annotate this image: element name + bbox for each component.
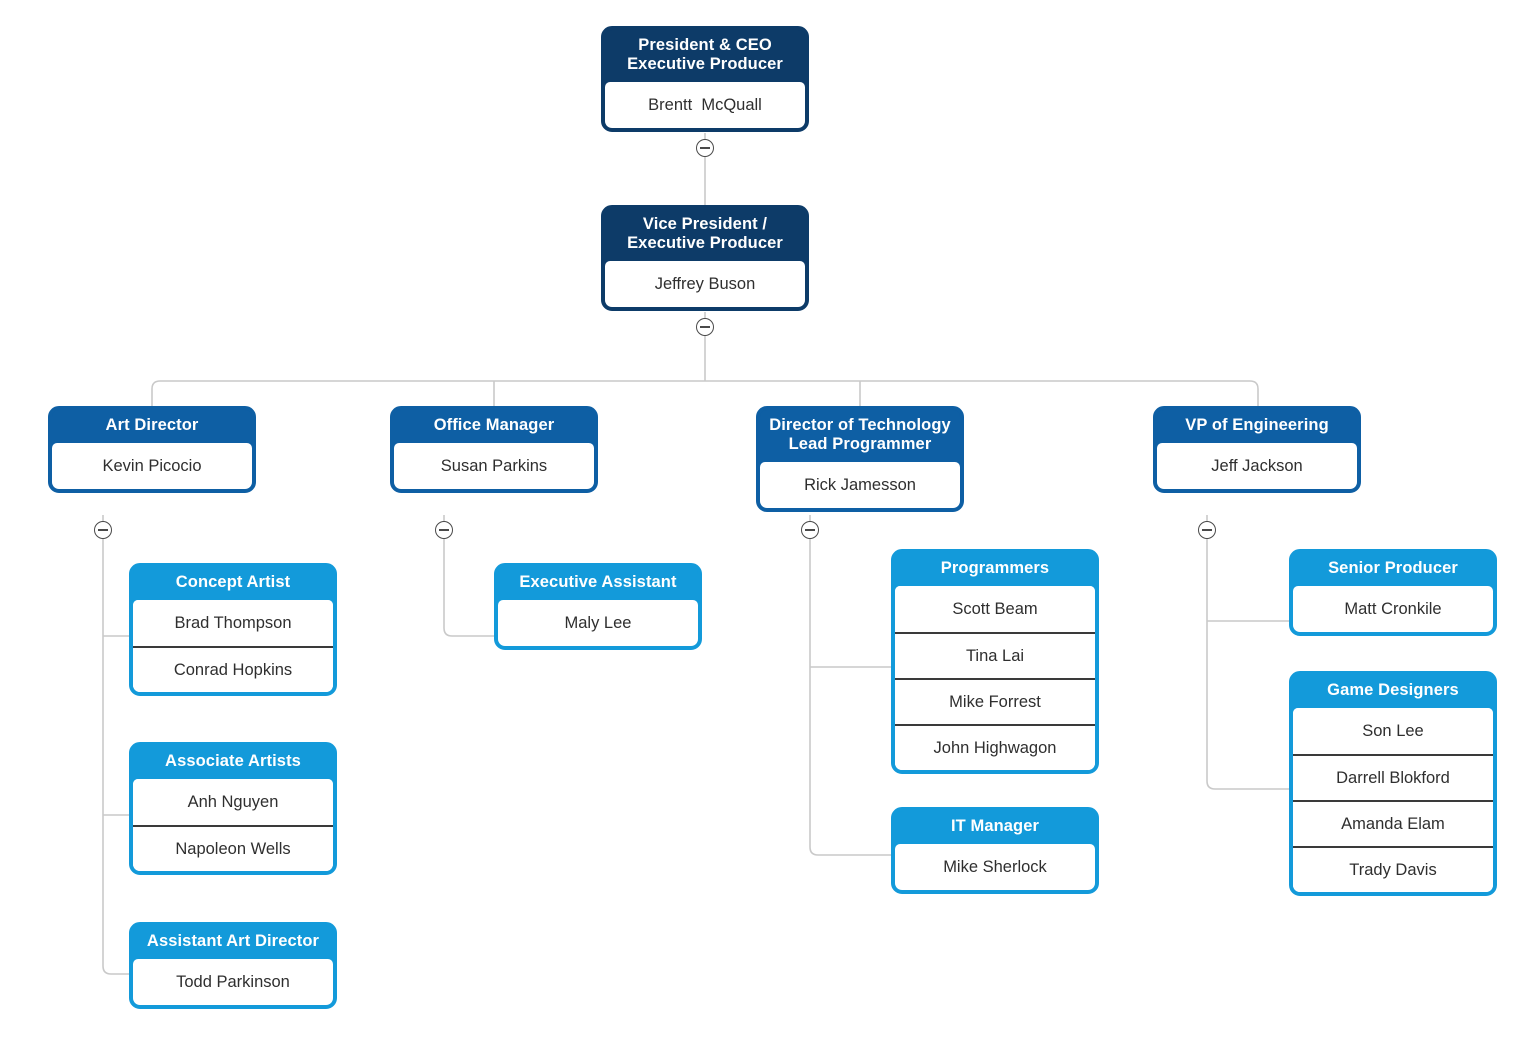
node-row: Kevin Picocio bbox=[52, 443, 252, 489]
node-row: Brad Thompson bbox=[133, 600, 333, 646]
connector-eng-trunk bbox=[1206, 515, 1291, 790]
node-title: Office Manager bbox=[394, 410, 594, 443]
node-title: Assistant Art Director bbox=[133, 926, 333, 959]
node-title: IT Manager bbox=[895, 811, 1095, 844]
collapse-minus-icon[interactable] bbox=[801, 521, 819, 539]
node-title: VP of Engineering bbox=[1157, 410, 1357, 443]
node-body: Maly Lee bbox=[498, 600, 698, 646]
node-row: Rick Jamesson bbox=[760, 462, 960, 508]
node-associate-artists[interactable]: Associate Artists Anh Nguyen Napoleon We… bbox=[129, 742, 337, 875]
node-title: Executive Assistant bbox=[498, 567, 698, 600]
node-vp-of-engineering[interactable]: VP of Engineering Jeff Jackson bbox=[1153, 406, 1361, 493]
node-vice-president[interactable]: Vice President / Executive Producer Jeff… bbox=[601, 205, 809, 311]
collapse-minus-icon[interactable] bbox=[94, 521, 112, 539]
node-programmers[interactable]: Programmers Scott Beam Tina Lai Mike For… bbox=[891, 549, 1099, 774]
node-senior-producer[interactable]: Senior Producer Matt Cronkile bbox=[1289, 549, 1497, 636]
node-body: Matt Cronkile bbox=[1293, 586, 1493, 632]
collapse-minus-icon[interactable] bbox=[696, 139, 714, 157]
node-title: Concept Artist bbox=[133, 567, 333, 600]
node-row: Trady Davis bbox=[1293, 846, 1493, 892]
node-body: Todd Parkinson bbox=[133, 959, 333, 1005]
node-row: Todd Parkinson bbox=[133, 959, 333, 1005]
collapse-minus-icon[interactable] bbox=[696, 318, 714, 336]
node-row: Susan Parkins bbox=[394, 443, 594, 489]
node-row: Amanda Elam bbox=[1293, 800, 1493, 846]
node-concept-artist[interactable]: Concept Artist Brad Thompson Conrad Hopk… bbox=[129, 563, 337, 696]
node-body: Rick Jamesson bbox=[760, 462, 960, 508]
node-row: Matt Cronkile bbox=[1293, 586, 1493, 632]
node-row: Anh Nguyen bbox=[133, 779, 333, 825]
node-body: Scott Beam Tina Lai Mike Forrest John Hi… bbox=[895, 586, 1095, 770]
node-body: Mike Sherlock bbox=[895, 844, 1095, 890]
node-executive-assistant[interactable]: Executive Assistant Maly Lee bbox=[494, 563, 702, 650]
collapse-minus-icon[interactable] bbox=[1198, 521, 1216, 539]
connector-tech-trunk bbox=[809, 515, 893, 856]
node-title: President & CEO Executive Producer bbox=[605, 30, 805, 82]
node-president-ceo[interactable]: President & CEO Executive Producer Brent… bbox=[601, 26, 809, 132]
node-row: Jeffrey Buson bbox=[605, 261, 805, 307]
connector-level2-bar bbox=[151, 380, 1259, 406]
node-title: Game Designers bbox=[1293, 675, 1493, 708]
node-row: Mike Forrest bbox=[895, 678, 1095, 724]
node-title: Associate Artists bbox=[133, 746, 333, 779]
node-row: Tina Lai bbox=[895, 632, 1095, 678]
node-body: Brentt McQuall bbox=[605, 82, 805, 128]
node-body: Anh Nguyen Napoleon Wells bbox=[133, 779, 333, 871]
node-row: Napoleon Wells bbox=[133, 825, 333, 871]
node-row: Son Lee bbox=[1293, 708, 1493, 754]
node-row: John Highwagon bbox=[895, 724, 1095, 770]
node-it-manager[interactable]: IT Manager Mike Sherlock bbox=[891, 807, 1099, 894]
node-row: Jeff Jackson bbox=[1157, 443, 1357, 489]
node-row: Conrad Hopkins bbox=[133, 646, 333, 692]
node-art-director[interactable]: Art Director Kevin Picocio bbox=[48, 406, 256, 493]
node-body: Son Lee Darrell Blokford Amanda Elam Tra… bbox=[1293, 708, 1493, 892]
node-office-manager[interactable]: Office Manager Susan Parkins bbox=[390, 406, 598, 493]
node-row: Scott Beam bbox=[895, 586, 1095, 632]
node-row: Brentt McQuall bbox=[605, 82, 805, 128]
node-body: Jeff Jackson bbox=[1157, 443, 1357, 489]
node-title: Art Director bbox=[52, 410, 252, 443]
node-body: Jeffrey Buson bbox=[605, 261, 805, 307]
node-row: Maly Lee bbox=[498, 600, 698, 646]
node-title: Vice President / Executive Producer bbox=[605, 209, 805, 261]
node-title: Programmers bbox=[895, 553, 1095, 586]
node-game-designers[interactable]: Game Designers Son Lee Darrell Blokford … bbox=[1289, 671, 1497, 896]
node-director-of-technology[interactable]: Director of Technology Lead Programmer R… bbox=[756, 406, 964, 512]
collapse-minus-icon[interactable] bbox=[435, 521, 453, 539]
node-body: Kevin Picocio bbox=[52, 443, 252, 489]
node-row: Darrell Blokford bbox=[1293, 754, 1493, 800]
node-body: Susan Parkins bbox=[394, 443, 594, 489]
node-assistant-art-director[interactable]: Assistant Art Director Todd Parkinson bbox=[129, 922, 337, 1009]
node-body: Brad Thompson Conrad Hopkins bbox=[133, 600, 333, 692]
node-title: Director of Technology Lead Programmer bbox=[760, 410, 960, 462]
node-title: Senior Producer bbox=[1293, 553, 1493, 586]
node-row: Mike Sherlock bbox=[895, 844, 1095, 890]
